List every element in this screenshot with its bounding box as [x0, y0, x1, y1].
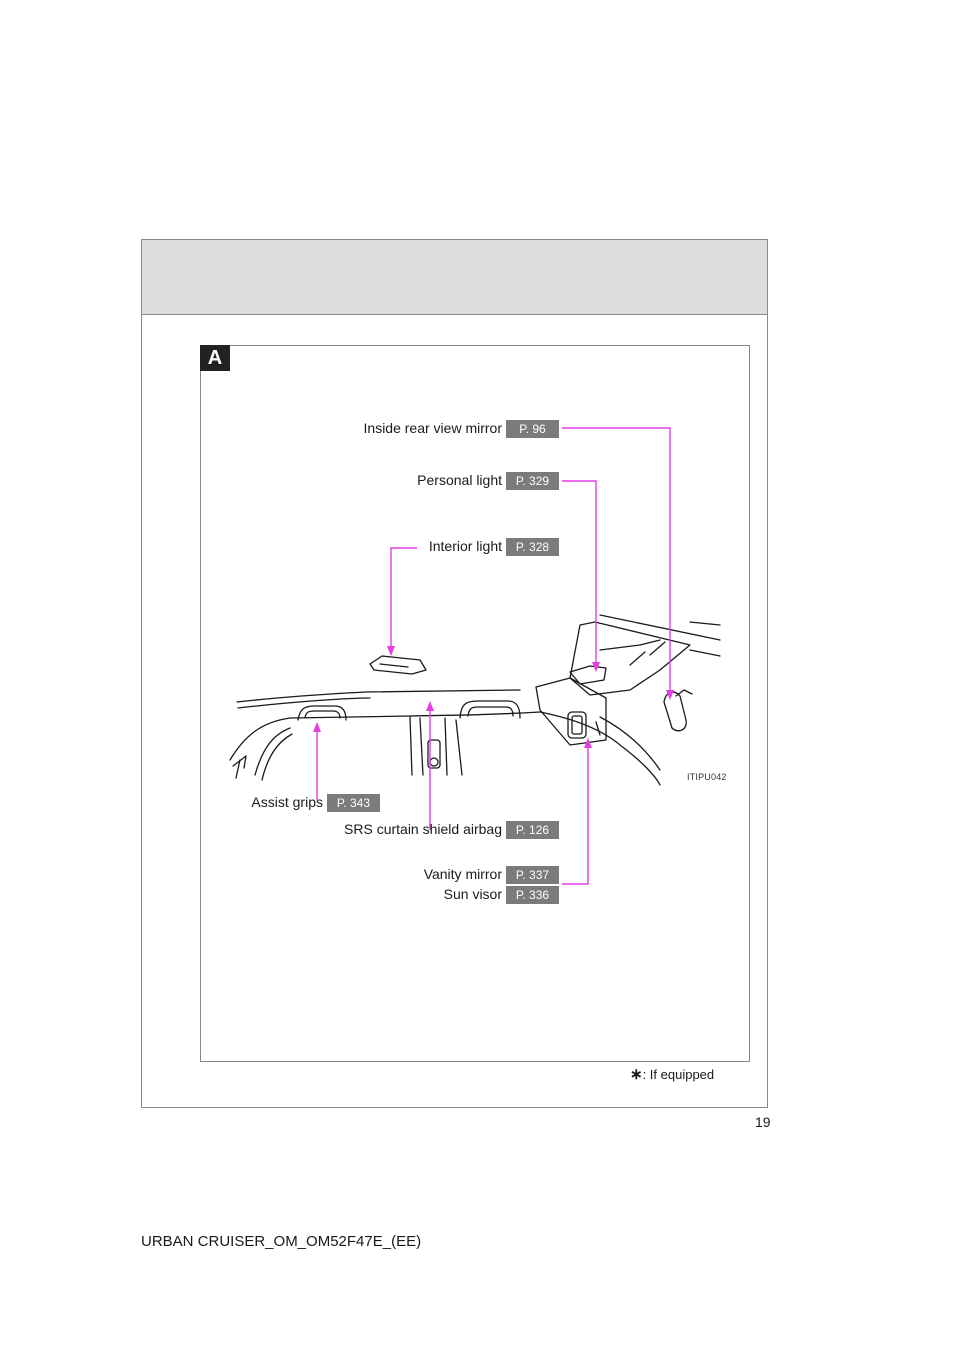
- interior-light: [369, 655, 427, 675]
- leader-mirror: [562, 427, 671, 694]
- vanity-mirror: [567, 711, 587, 739]
- vanity-mirror-label: Vanity mirror: [423, 866, 502, 882]
- curtain-airbag-page-ref: P. 126: [506, 821, 559, 839]
- assist-grips-page-ref: P. 343: [327, 794, 380, 812]
- leader-personal-light: [562, 480, 597, 666]
- mirror-page-ref: P. 96: [506, 420, 559, 438]
- footnote-text: : If equipped: [642, 1067, 715, 1082]
- headliner-edge: [236, 689, 521, 703]
- sun-visor-label: Sun visor: [443, 886, 502, 902]
- page-frame: [141, 239, 768, 1108]
- assist-grip-right: [459, 700, 521, 719]
- overhead-console: [569, 621, 691, 696]
- personal-light-label: Personal light: [417, 472, 502, 488]
- interior-light-page-ref: P. 328: [506, 538, 559, 556]
- seat-belt-anchor: [427, 739, 441, 769]
- personal-light-page-ref: P. 329: [506, 472, 559, 490]
- leader-interior-light: [390, 547, 417, 650]
- document-code: URBAN CRUISER_OM_OM52F47E_(EE): [141, 1233, 422, 1250]
- rear-view-mirror: [663, 691, 687, 732]
- vanity-mirror-page-ref: P. 337: [506, 866, 559, 884]
- sun-visor-page-ref: P. 336: [506, 886, 559, 904]
- header-band: [142, 240, 767, 315]
- interior-light-label: Interior light: [428, 538, 502, 554]
- figure-code: ITIPU042: [687, 772, 727, 782]
- section-box: [200, 345, 750, 1062]
- sun-visor: [535, 677, 607, 746]
- curtain-airbag-label: SRS curtain shield airbag: [344, 821, 502, 837]
- leader-visor: [562, 745, 589, 885]
- assist-grips-label: Assist grips: [251, 794, 323, 810]
- page-number: 19: [755, 1114, 771, 1130]
- mirror-label: Inside rear view mirror: [363, 420, 502, 436]
- assist-grip-left: [297, 705, 347, 721]
- asterisk-icon: ∗: [630, 1066, 643, 1083]
- footnote: ∗: If equipped: [630, 1065, 714, 1083]
- section-tag: A: [200, 345, 230, 371]
